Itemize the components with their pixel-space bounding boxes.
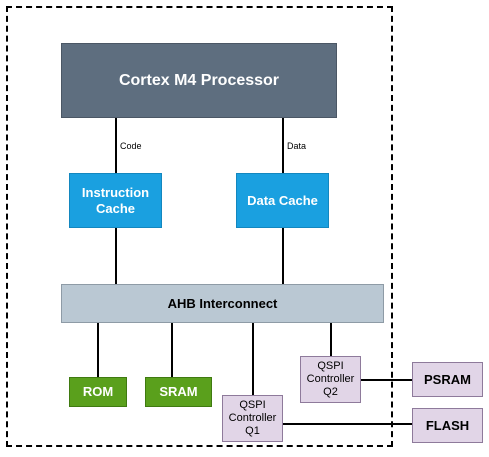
psram-label: PSRAM	[424, 371, 471, 387]
q1-to-flash-line	[283, 423, 412, 425]
ahb-interconnect-label: AHB Interconnect	[167, 295, 278, 311]
qspi-q1-label: QSPI Controller Q1	[228, 398, 277, 438]
rom-block: ROM	[69, 377, 127, 407]
chip-boundary	[6, 6, 393, 447]
flash-block: FLASH	[412, 408, 483, 443]
instruction-cache-label: Instruction Cache	[81, 184, 150, 216]
ahb-to-sram-line	[171, 323, 173, 377]
ahb-to-rom-line	[97, 323, 99, 377]
processor-label: Cortex M4 Processor	[118, 71, 280, 89]
data-bus-line	[282, 118, 284, 173]
dcache-to-ahb-line	[282, 228, 284, 284]
processor-block: Cortex M4 Processor	[61, 43, 337, 118]
instruction-cache-block: Instruction Cache	[69, 173, 162, 228]
ahb-to-q1-line	[252, 323, 254, 395]
data-cache-label: Data Cache	[247, 192, 318, 208]
flash-label: FLASH	[425, 417, 470, 433]
psram-block: PSRAM	[412, 362, 483, 397]
sram-block: SRAM	[145, 377, 212, 407]
rom-label: ROM	[82, 384, 114, 400]
sram-label: SRAM	[159, 384, 198, 400]
icache-to-ahb-line	[115, 228, 117, 284]
qspi-q2-label: QSPI Controller Q2	[306, 359, 355, 399]
q2-to-psram-line	[361, 379, 412, 381]
ahb-to-q2-line	[330, 323, 332, 356]
data-bus-label: Data	[287, 141, 307, 151]
data-cache-block: Data Cache	[236, 173, 329, 228]
qspi-controller-q2-block: QSPI Controller Q2	[300, 356, 361, 403]
code-bus-line	[115, 118, 117, 173]
qspi-controller-q1-block: QSPI Controller Q1	[222, 395, 283, 442]
code-bus-label: Code	[120, 141, 142, 151]
ahb-interconnect-block: AHB Interconnect	[61, 284, 384, 323]
